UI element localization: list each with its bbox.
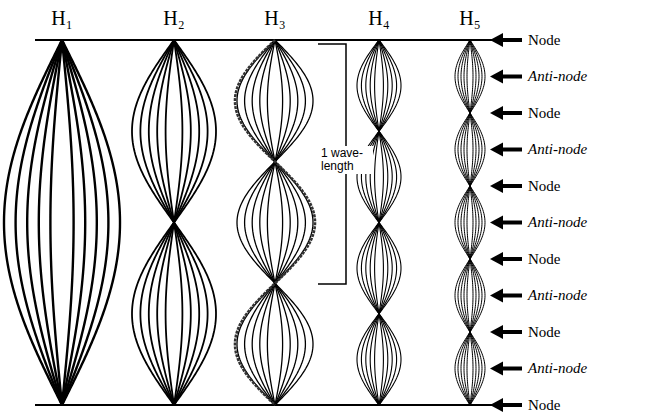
arrow-shaft [500, 148, 522, 152]
wave-curve [260, 40, 290, 405]
wave-curve [140, 40, 207, 405]
wave-curve [50, 40, 62, 405]
wave-curve [157, 40, 191, 405]
wave-curve [166, 40, 183, 405]
antinode-label: Anti-node [528, 214, 587, 231]
wave-curve [361, 40, 396, 405]
node-label: Node [528, 32, 561, 49]
wave-curve [252, 40, 298, 405]
top-boundary [35, 39, 492, 41]
wave-curve [62, 40, 97, 405]
harmonic-label: H₃ [264, 7, 285, 29]
wave-curve [132, 40, 216, 405]
wave-curve [166, 40, 183, 405]
arrow-shaft [500, 330, 522, 334]
node-label: Node [528, 397, 561, 414]
arrow-head [490, 398, 503, 412]
arrow-shaft [500, 367, 522, 371]
wave-curve [366, 40, 392, 405]
wave-curve [464, 40, 476, 405]
arrow-shaft [500, 403, 522, 407]
harmonic-label: H₁ [51, 7, 72, 29]
wave-envelopes [4, 40, 485, 405]
wave-curve [458, 40, 482, 405]
arrow-head [490, 106, 503, 120]
wave-curve [39, 40, 62, 405]
wave-curve [366, 40, 392, 405]
bottom-boundary [35, 404, 492, 406]
wave-curve [132, 40, 216, 405]
wave-curve [237, 40, 313, 405]
wave-curve [149, 40, 199, 405]
arrow-shaft [500, 38, 522, 42]
arrow-shaft [500, 75, 522, 79]
harmonic-label: H₂ [163, 7, 184, 29]
wave-curve [461, 40, 479, 405]
wave-curve [62, 40, 74, 405]
node-label: Node [528, 251, 561, 268]
wave-curve [375, 40, 384, 405]
arrow-head [490, 252, 503, 266]
arrow-shaft [500, 294, 522, 298]
wave-curve [357, 40, 401, 405]
wave-curve [267, 40, 282, 405]
wave-curve [461, 40, 479, 405]
antinode-label: Anti-node [528, 360, 587, 377]
arrow-shaft [500, 257, 522, 261]
wave-curve [467, 40, 473, 405]
wave-curve [464, 40, 476, 405]
wave-curve [245, 40, 306, 405]
wave-curve [252, 40, 298, 405]
wavelength-label: 1 wave-length [319, 146, 373, 174]
wave-curve [157, 40, 191, 405]
harmonic-label: H₄ [368, 7, 389, 29]
wave-curve [458, 40, 482, 405]
arrow-head [490, 216, 503, 230]
node-label: Node [528, 178, 561, 195]
wave-trace [235, 40, 315, 405]
antinode-label: Anti-node [528, 68, 587, 85]
wave-curve [27, 40, 62, 405]
wave-curve [4, 40, 62, 405]
antinode-label: Anti-node [528, 287, 587, 304]
wave-curve [467, 40, 473, 405]
arrow-shaft [500, 184, 522, 188]
wave-curve [357, 40, 401, 405]
arrow-shaft [500, 221, 522, 225]
wave-curve [455, 40, 485, 405]
wave-curve [267, 40, 282, 405]
wave-curve [62, 40, 108, 405]
wave-curve [260, 40, 290, 405]
arrow-head [490, 33, 503, 47]
wave-curve [62, 40, 85, 405]
arrow-head [490, 325, 503, 339]
node-label: Node [528, 324, 561, 341]
wave-curve [149, 40, 199, 405]
wave-curve [375, 40, 384, 405]
wave-curve [237, 40, 313, 405]
pointer-arrows [490, 33, 522, 412]
wave-curve [62, 40, 120, 405]
arrow-head [490, 70, 503, 84]
wave-curve [370, 40, 388, 405]
wave-curve [16, 40, 62, 405]
arrow-head [490, 143, 503, 157]
harmonic-label: H₅ [459, 7, 480, 29]
arrow-head [490, 179, 503, 193]
wave-curve [361, 40, 396, 405]
wave-curve [140, 40, 207, 405]
wave-curve [455, 40, 485, 405]
arrow-head [490, 289, 503, 303]
arrow-head [490, 362, 503, 376]
wave-curve [245, 40, 306, 405]
wave-curve [370, 40, 388, 405]
antinode-label: Anti-node [528, 141, 587, 158]
arrow-shaft [500, 111, 522, 115]
node-label: Node [528, 105, 561, 122]
